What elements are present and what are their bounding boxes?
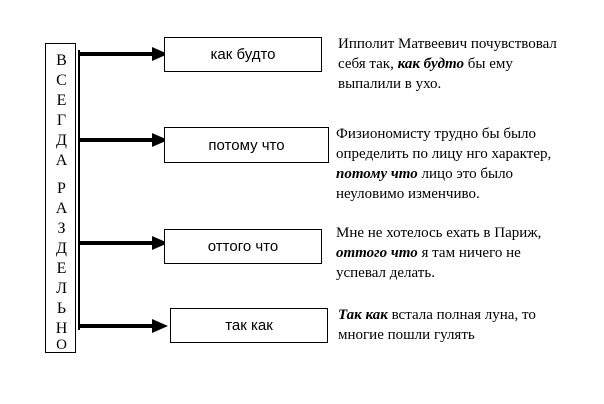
vertical-letter: А [55, 200, 68, 217]
example-line: выпалили в ухо. [338, 74, 557, 94]
example-line: определить по лицу нго характер, [336, 144, 551, 164]
example-text-segment: Физиономисту трудно бы было [336, 126, 537, 142]
example-text-segment: многие пошли гулять [338, 327, 475, 343]
example-text: Физиономисту трудно бы было определить п… [336, 124, 551, 204]
vertical-letter: А [55, 152, 68, 169]
example-text-segment: Ипполит Матвеевич почувствовал [338, 36, 557, 52]
example-line: Ипполит Матвеевич почувствовал [338, 34, 557, 54]
example-text-segment: успевал делать. [336, 265, 435, 281]
example-line: Мне не хотелось ехать в Париж, [336, 223, 541, 243]
vertical-letter: Е [56, 260, 67, 277]
conjunction-box: потому что [164, 127, 329, 163]
conjunction-box: оттого что [164, 229, 322, 264]
conjunction-label: потому что [208, 136, 285, 154]
vertical-letter: О [56, 337, 67, 353]
example-line: успевал делать. [336, 263, 541, 283]
example-text-segment: лицо это было [417, 166, 514, 182]
conjunction-label: как будто [210, 46, 276, 63]
example-text-segment: бы ему [464, 56, 513, 72]
vertical-letter: С [56, 72, 67, 89]
conjunction-highlight: оттого что [336, 245, 418, 261]
vertical-letter: Г [56, 112, 67, 129]
vertical-letter: Р [57, 180, 66, 197]
vertical-letter: Л [56, 280, 67, 297]
example-text: Так как встала полная луна, то многие по… [338, 305, 536, 345]
vertical-letter: Н [55, 320, 68, 337]
conjunction-box: как будто [164, 37, 322, 72]
example-line: неуловимо изменчиво. [336, 184, 551, 204]
conjunction-box: так как [170, 308, 328, 343]
example-text: Ипполит Матвеевич почувствовал себя так,… [338, 34, 557, 94]
conjunction-label: оттого что [207, 238, 279, 255]
conjunction-label: так как [225, 317, 273, 334]
vertical-letter: Е [56, 92, 67, 109]
vertical-letter: Д [56, 132, 67, 149]
arrow-head [152, 319, 168, 333]
vertical-letter: Ь [56, 300, 67, 317]
arrow-line [78, 52, 158, 56]
example-text-segment: встала полная луна, то [387, 307, 536, 323]
conjunction-highlight: как будто [397, 56, 464, 72]
example-text-segment: себя так, [338, 56, 398, 72]
arrow-line [78, 138, 158, 142]
example-line: многие пошли гулять [338, 325, 536, 345]
example-text: Мне не хотелось ехать в Париж, оттого чт… [336, 223, 541, 283]
example-line: Физиономисту трудно бы было [336, 124, 551, 144]
example-line: Так как встала полная луна, то [338, 305, 536, 325]
example-line: оттого что я там ничего не [336, 243, 541, 263]
arrow-line [78, 241, 158, 245]
connector-trunk [78, 50, 80, 330]
example-text-segment: выпалили в ухо. [338, 76, 442, 92]
vertical-letter: Д [56, 240, 67, 257]
example-line: себя так, как будто бы ему [338, 54, 557, 74]
vertical-letter: З [57, 220, 66, 237]
arrow-line [78, 324, 158, 328]
conjunction-highlight: Так как [338, 307, 388, 323]
conjunction-highlight: потому что [336, 166, 418, 182]
example-text-segment: я там ничего не [417, 245, 521, 261]
vertical-letter: В [56, 52, 67, 69]
vertical-label-box: В С Е Г Д А Р А З Д Е Л Ь Н О [45, 43, 76, 353]
example-text-segment: определить по лицу нго характер, [336, 146, 552, 162]
example-text-segment: неуловимо изменчиво. [336, 186, 480, 202]
example-line: потому что лицо это было [336, 164, 551, 184]
example-text-segment: Мне не хотелось ехать в Париж, [336, 225, 542, 241]
